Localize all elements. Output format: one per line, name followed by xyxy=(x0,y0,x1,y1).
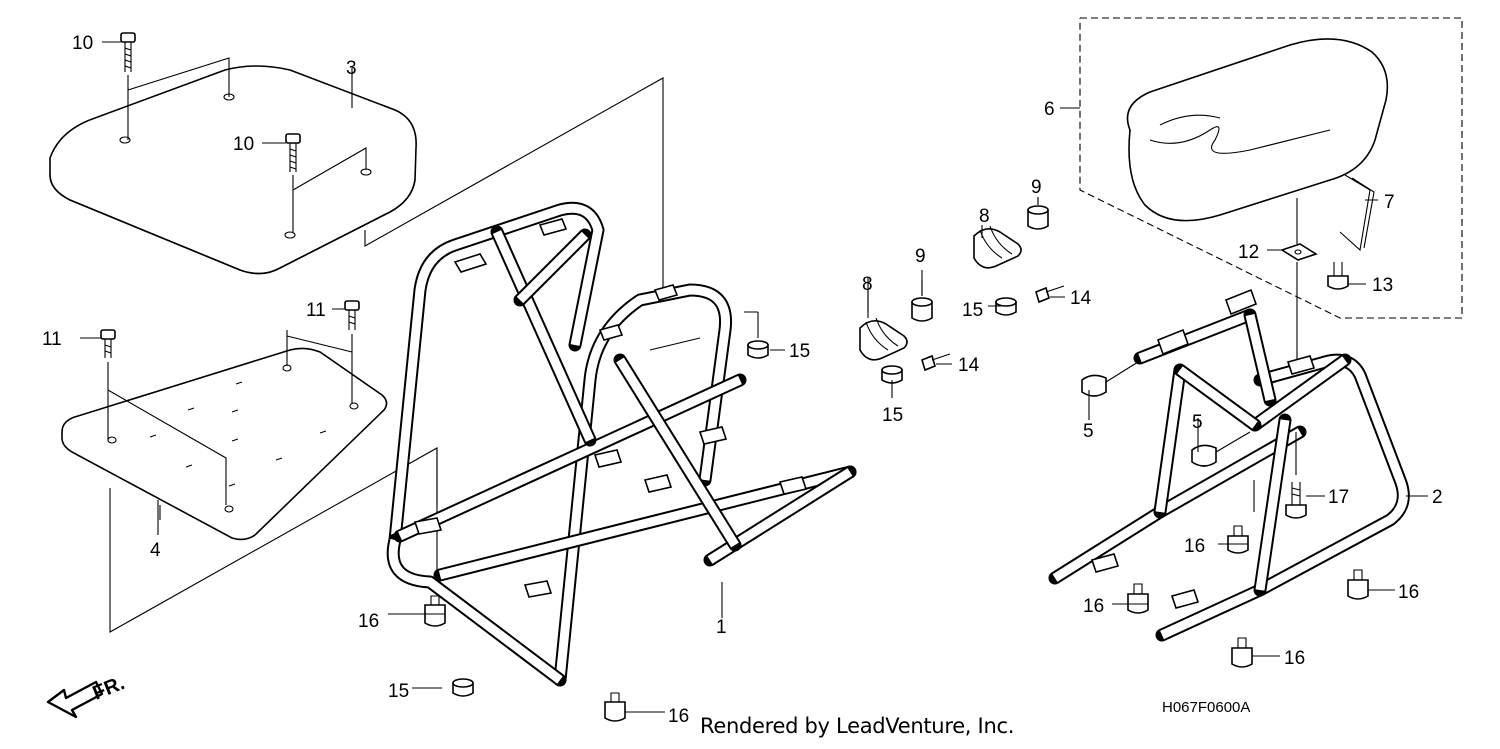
callout-5-a: 5 xyxy=(1083,421,1094,442)
cap-5-b xyxy=(1191,444,1217,467)
bolt-17 xyxy=(1285,482,1307,519)
bolt-10-a xyxy=(120,32,136,72)
callout-16-b: 16 xyxy=(668,706,689,727)
callout-16-c: 16 xyxy=(1184,536,1205,557)
callout-10-a: 10 xyxy=(72,33,93,54)
callout-14-b: 14 xyxy=(1070,288,1092,309)
callout-6: 6 xyxy=(1044,99,1055,120)
clamp-8-a xyxy=(859,317,908,361)
mount-16-b xyxy=(604,692,626,722)
clip-nut-12 xyxy=(1280,243,1318,261)
direction-label: FR. xyxy=(90,672,128,704)
carrier-board-upper xyxy=(49,65,417,275)
callout-15-c: 15 xyxy=(962,300,983,321)
callout-2: 2 xyxy=(1432,487,1443,508)
nut-15-c xyxy=(995,297,1017,316)
carrier-plate-lower xyxy=(61,347,388,541)
screw-14-a xyxy=(921,353,951,372)
callout-11-a: 11 xyxy=(42,329,62,350)
clamp-8-b xyxy=(973,225,1022,269)
render-credit: Rendered by LeadVenture, Inc. xyxy=(700,714,1015,738)
callout-11-b: 11 xyxy=(306,300,326,321)
screw-14-b xyxy=(1035,285,1065,304)
callout-8-a: 8 xyxy=(862,274,873,295)
callout-5-b: 5 xyxy=(1192,412,1203,433)
bolt-11-a xyxy=(100,329,116,358)
main-frame xyxy=(386,201,857,687)
callout-10-b: 10 xyxy=(233,134,254,155)
seat xyxy=(1126,38,1389,222)
callout-12: 12 xyxy=(1238,242,1259,263)
seat-clip-7 xyxy=(1339,174,1375,252)
callout-14-a: 14 xyxy=(958,355,980,376)
mount-16-d xyxy=(1127,583,1149,614)
bolt-11-b xyxy=(344,300,360,330)
callout-16-a: 16 xyxy=(358,611,379,632)
mount-16-e xyxy=(1347,569,1369,600)
cap-5-a xyxy=(1081,374,1107,397)
nut-15-b xyxy=(881,365,903,384)
callout-8-b: 8 xyxy=(979,206,990,227)
bolt-10-b xyxy=(285,133,301,172)
callout-16-f: 16 xyxy=(1284,648,1305,669)
callout-15-d: 15 xyxy=(388,681,409,702)
callout-15-b: 15 xyxy=(882,405,903,426)
callout-13: 13 xyxy=(1372,275,1393,296)
callout-9-a: 9 xyxy=(915,246,926,267)
rear-frame xyxy=(1048,288,1410,642)
callout-9-b: 9 xyxy=(1031,177,1042,198)
bushing-9-b xyxy=(1027,205,1049,230)
nut-15-a xyxy=(747,340,769,359)
callout-16-d: 16 xyxy=(1083,596,1104,617)
diagram-code: H067F0600A xyxy=(1162,699,1250,716)
nut-15-d xyxy=(452,678,474,697)
callout-7: 7 xyxy=(1384,192,1395,213)
bushing-9-a xyxy=(911,297,933,322)
callout-17: 17 xyxy=(1328,487,1349,508)
callout-3: 3 xyxy=(346,58,357,79)
mount-16-a xyxy=(424,595,446,627)
front-direction-arrow-icon: FR. xyxy=(46,672,128,719)
mount-16-c xyxy=(1227,525,1249,554)
callout-1: 1 xyxy=(716,617,727,638)
mount-16-f xyxy=(1231,637,1253,668)
callout-16-e: 16 xyxy=(1398,582,1419,603)
callout-4: 4 xyxy=(150,540,161,561)
bolt-13 xyxy=(1327,262,1349,290)
callout-15-a: 15 xyxy=(789,341,810,362)
